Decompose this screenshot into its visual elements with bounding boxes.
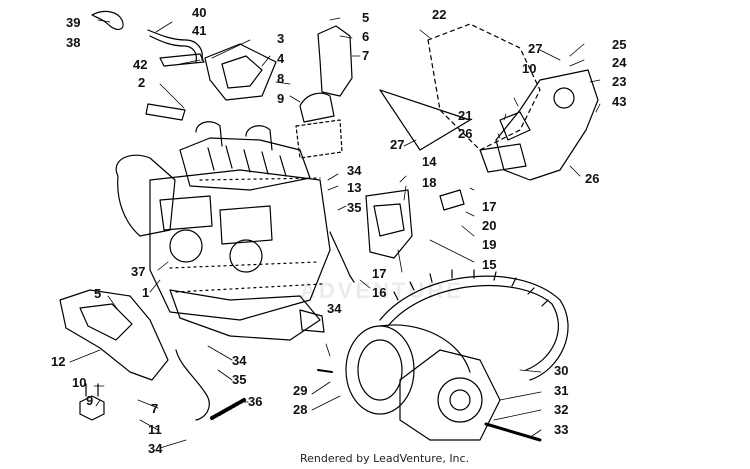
part-label-35-a: 35: [347, 200, 362, 215]
part-label-7: 7: [362, 48, 370, 63]
part-label-8: 8: [277, 71, 285, 86]
part-label-10-lower: 10: [72, 375, 87, 390]
part-label-23: 23: [612, 74, 627, 89]
part-label-9: 9: [277, 91, 285, 106]
part-label-20: 20: [482, 218, 497, 233]
part-label-38: 38: [66, 35, 81, 50]
footer-credit: Rendered by LeadVenture, Inc.: [300, 452, 470, 465]
part-label-32: 32: [554, 402, 569, 417]
part-label-27-top: 27: [528, 41, 543, 56]
part-label-5: 5: [362, 10, 370, 25]
watermark: ADVENTURE: [300, 278, 464, 303]
part-label-34-b: 34: [327, 301, 342, 316]
part-label-10-right: 10: [522, 61, 537, 76]
part-label-14: 14: [422, 154, 437, 169]
part-label-35-b: 35: [232, 372, 247, 387]
part-label-17-a: 17: [482, 199, 497, 214]
part-label-43: 43: [612, 94, 627, 109]
part-label-7-lower: 7: [151, 401, 159, 416]
part-label-13: 13: [347, 180, 362, 195]
part-label-31: 31: [554, 383, 569, 398]
part-label-26-lower: 26: [585, 171, 600, 186]
part-label-5-lower: 5: [94, 286, 102, 301]
part-label-9-lower: 9: [86, 393, 94, 408]
part-label-40: 40: [192, 5, 207, 20]
part-label-12: 12: [51, 354, 66, 369]
part-label-1: 1: [142, 285, 150, 300]
part-label-27-mid: 27: [390, 137, 405, 152]
part-label-25: 25: [612, 37, 627, 52]
part-label-39: 39: [66, 15, 81, 30]
part-label-34-a: 34: [347, 163, 362, 178]
part-label-17-b: 17: [372, 266, 387, 281]
part-label-29: 29: [293, 383, 308, 398]
part-label-19: 19: [482, 237, 497, 252]
part-label-37: 37: [131, 264, 146, 279]
part-label-22: 22: [432, 7, 447, 22]
part-label-36: 36: [248, 394, 263, 409]
part-label-2: 2: [138, 75, 146, 90]
part-label-6: 6: [362, 29, 370, 44]
part-label-33: 33: [554, 422, 569, 437]
part-label-42: 42: [133, 57, 148, 72]
part-label-16: 16: [372, 285, 387, 300]
part-label-30: 30: [554, 363, 569, 378]
part-label-26: 26: [458, 126, 473, 141]
part-label-41: 41: [192, 23, 207, 38]
part-label-3: 3: [277, 31, 285, 46]
part-label-34-c: 34: [232, 353, 247, 368]
part-label-21: 21: [458, 108, 473, 123]
part-label-15: 15: [482, 257, 497, 272]
part-label-28: 28: [293, 402, 308, 417]
part-label-11: 11: [148, 422, 162, 437]
part-label-4: 4: [277, 51, 285, 66]
part-label-18: 18: [422, 175, 437, 190]
part-label-34-d: 34: [148, 441, 163, 456]
part-label-24: 24: [612, 55, 627, 70]
